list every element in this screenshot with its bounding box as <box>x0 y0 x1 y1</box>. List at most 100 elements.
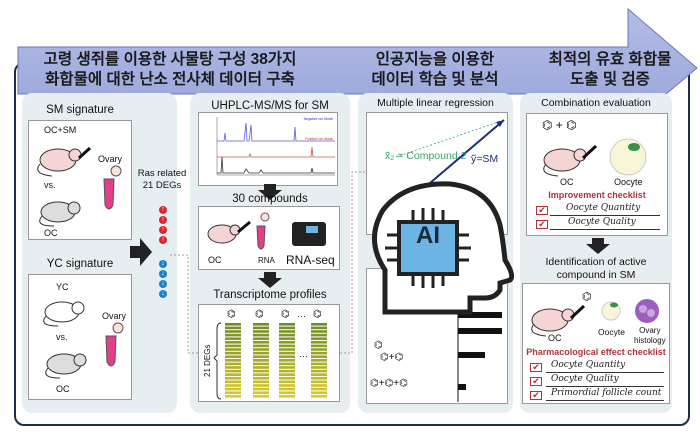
heatmap-cell <box>253 333 269 337</box>
heatmap-cell <box>311 323 327 326</box>
compound-structure-icon: ⌬ + ⌬ <box>542 118 577 132</box>
bar-mark <box>458 328 502 334</box>
vs-label: vs. <box>44 180 56 190</box>
rna-tube-icon <box>256 212 270 250</box>
heatmap-cell <box>311 351 327 355</box>
arrow-up-circle-icon: ↑ <box>159 216 167 224</box>
heatmap-cell <box>279 359 295 362</box>
ovary-hist-line2: histology <box>634 336 666 345</box>
heatmap-cell <box>225 377 241 380</box>
heatmap-cell <box>279 344 295 348</box>
sequencer-icon <box>292 222 326 246</box>
heatmap-cell <box>225 355 241 358</box>
divider <box>546 400 664 401</box>
checklist-item: Oocyte Quantity <box>566 203 641 213</box>
step3-line2: 도출 및 검증 <box>570 71 650 88</box>
heatmap-cell <box>253 377 269 380</box>
heatmap-cell <box>253 348 269 351</box>
heatmap-cell <box>311 366 327 369</box>
checklist-item: Primordial follicle count <box>551 388 662 398</box>
pharmacological-checklist-title: Pharmacological effect checklist <box>526 347 666 357</box>
arrow-down-circle-icon: ↓ <box>159 290 167 298</box>
step2-line1: 인공지능을 이용한 <box>375 51 495 68</box>
heatmap-cell <box>279 391 295 394</box>
positive-mode-label: Positive Ion Mode <box>305 137 333 141</box>
heatmap-cell <box>253 323 269 326</box>
arrow-down-icon <box>258 272 282 288</box>
ident-line1: Identification of active <box>545 256 647 268</box>
heatmap-cell <box>253 337 269 340</box>
chromatogram: Negative Ion Mode Positive Ion Mode <box>198 112 338 186</box>
bar-mark <box>458 352 485 358</box>
oc-label: OC <box>548 333 562 343</box>
heatmap-cell <box>253 391 269 394</box>
sm-signature-title: SM signature <box>46 104 114 116</box>
compound-structure-icon: ⌬+⌬+⌬ <box>370 378 408 389</box>
checkbox-checked: ✔ <box>530 377 542 386</box>
mouse-pink-icon <box>207 220 251 244</box>
heatmap-cell <box>279 330 295 333</box>
heatmap-cell <box>225 330 241 333</box>
step2-line2: 데이터 학습 및 분석 <box>371 71 499 88</box>
heatmap-cell <box>225 323 241 326</box>
heatmap-cell <box>279 341 295 344</box>
heatmap-cell <box>253 355 269 358</box>
heatmap-cell <box>253 395 269 398</box>
ellipsis: … <box>297 309 306 319</box>
mouse-white-icon <box>43 301 85 327</box>
heatmap-cell <box>311 355 327 358</box>
heatmap-cell <box>311 387 327 391</box>
combination-title: Combination evaluation <box>541 97 651 109</box>
mouse-pink-icon <box>531 304 586 337</box>
heatmap-cell <box>279 395 295 398</box>
oc-label: OC <box>56 384 70 394</box>
heatmap-cell <box>279 362 295 366</box>
ident-line2: compound in SM <box>556 269 636 281</box>
divider <box>546 372 664 373</box>
heatmap-cell <box>225 362 241 366</box>
heatmap-cell <box>225 391 241 394</box>
chromatogram-plot <box>216 117 335 176</box>
heatmap-cell <box>279 366 295 369</box>
step1-line1: 고령 생쥐를 이용한 사물탕 구성 38가지 <box>43 51 297 68</box>
oocyte-icon <box>609 138 647 176</box>
heatmap-cell <box>253 351 269 355</box>
heatmap-cell <box>279 373 295 376</box>
heatmap-cell <box>225 384 241 387</box>
mouse-pink-icon <box>37 146 92 177</box>
rnaseq-label: RNA-seq <box>286 253 335 267</box>
arrow-down-circle-icon: ↓ <box>159 280 167 288</box>
heatmap-cell <box>253 384 269 387</box>
heatmap-cell <box>253 366 269 369</box>
heatmap-cell <box>225 369 241 373</box>
compound-structure-icon: ⌬ <box>281 309 290 320</box>
ras-line1: Ras related <box>137 168 187 179</box>
heatmap-cell <box>225 387 241 391</box>
heatmap-cell <box>311 380 327 384</box>
arrow-down-circle-icon: ↓ <box>159 270 167 278</box>
heatmap-cell <box>311 337 327 340</box>
heatmap-cell <box>311 369 327 373</box>
divider <box>546 386 664 387</box>
heatmap-cell <box>253 380 269 384</box>
negative-mode-label: Negative Ion Mode <box>303 117 333 121</box>
heatmap-cell <box>225 366 241 369</box>
transcriptome-title: Transcriptome profiles <box>213 289 327 301</box>
heatmap-cell <box>279 337 295 340</box>
arrow-down-icon <box>586 238 610 254</box>
step3-line1: 최적의 유효 화합물 <box>548 51 672 68</box>
heatmap-cell <box>279 387 295 391</box>
heatmap-cell <box>225 373 241 376</box>
mouse-grey-icon <box>45 353 87 379</box>
heatmap-cell <box>311 359 327 362</box>
heatmap-cell <box>253 326 269 330</box>
heatmap: ⌬⌬⌬⌬ <box>213 309 327 400</box>
arrow-up-circle-icon: ↑ <box>159 236 167 244</box>
oocyte-label: Oocyte <box>598 327 625 337</box>
